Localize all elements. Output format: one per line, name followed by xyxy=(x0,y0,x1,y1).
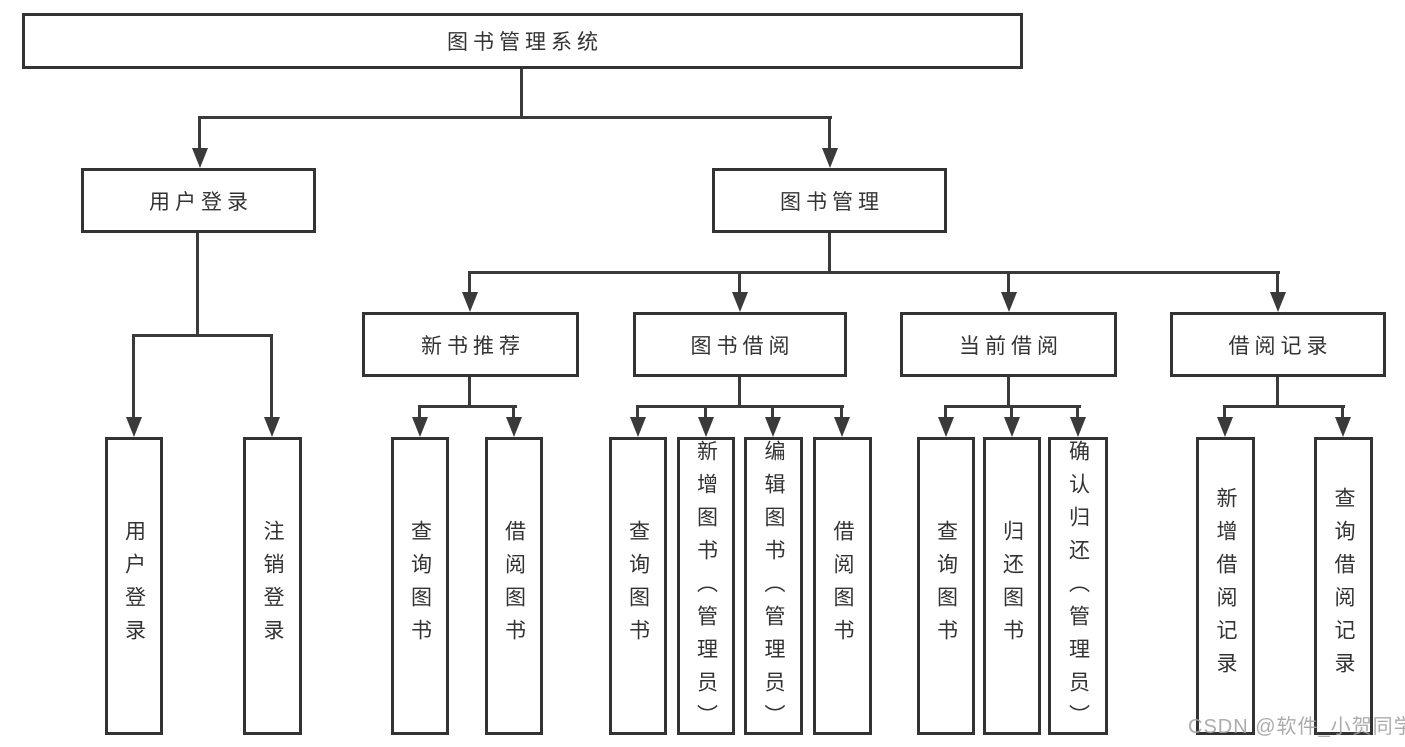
connector-leaf-drop xyxy=(704,407,707,420)
leaf-confirm-return-admin: 确认归还（管理员） xyxy=(1048,437,1108,737)
arrow-down-icon xyxy=(462,292,478,312)
connector-level3-drop xyxy=(1007,273,1010,295)
connector-recommend-stem xyxy=(468,377,471,408)
connector-level3-drop xyxy=(738,273,741,295)
connector-leaf-drop xyxy=(270,336,273,420)
arrow-down-icon xyxy=(822,148,838,168)
leaf-label: 借阅图书 xyxy=(831,520,854,652)
arrow-down-icon xyxy=(1004,417,1020,437)
leaf-logout: 注销登录 xyxy=(243,437,302,735)
arrow-down-icon xyxy=(834,417,850,437)
arrow-down-icon xyxy=(1217,417,1233,437)
arrow-down-icon xyxy=(698,417,714,437)
connector-leaf-drop xyxy=(132,336,135,420)
connector-records-stem xyxy=(1276,377,1279,408)
leaf-label: 查询图书 xyxy=(408,520,432,652)
connector-leaf-drop xyxy=(840,407,843,420)
connector-recommend-branch xyxy=(418,405,517,408)
arrow-down-icon xyxy=(1070,417,1086,437)
connector-level3-drop xyxy=(468,273,471,295)
leaf-query-books-current: 查询图书 xyxy=(917,437,975,735)
node-user-login: 用户登录 xyxy=(81,168,316,233)
connector-leaf-drop xyxy=(1223,407,1226,420)
leaf-label: 归还图书 xyxy=(1000,520,1024,652)
leaf-label: 查询图书 xyxy=(626,520,650,652)
connector-leaf-drop xyxy=(1010,407,1013,420)
leaf-label: 查询借阅记录 xyxy=(1332,487,1355,685)
leaf-user-login: 用户登录 xyxy=(105,437,163,735)
leaf-label: 查询图书 xyxy=(934,520,958,652)
connector-current-branch xyxy=(944,405,1081,408)
connector-leaf-drop xyxy=(418,407,421,420)
leaf-label: 用户登录 xyxy=(122,520,146,652)
connector-root-branch xyxy=(198,116,832,119)
arrow-down-icon xyxy=(938,417,954,437)
leaf-borrow-books: 借阅图书 xyxy=(813,437,872,735)
connector-level3-drop xyxy=(1276,273,1279,295)
arrow-down-icon xyxy=(412,417,428,437)
connector-root-stem xyxy=(520,69,523,118)
node-borrowing-records: 借阅记录 xyxy=(1170,312,1386,377)
leaf-add-borrow-record: 新增借阅记录 xyxy=(1196,437,1255,735)
connector-user-login-branch xyxy=(132,334,273,337)
leaf-query-books-recommend: 查询图书 xyxy=(391,437,449,735)
leaf-query-books-borrowing: 查询图书 xyxy=(609,437,667,735)
leaf-borrow-books-recommend: 借阅图书 xyxy=(485,437,543,735)
arrow-down-icon xyxy=(192,148,208,168)
connector-leaf-drop xyxy=(636,407,639,420)
leaf-label: 新增借阅记录 xyxy=(1214,487,1237,685)
arrow-down-icon xyxy=(264,417,280,437)
node-current-borrowing: 当前借阅 xyxy=(900,312,1117,377)
connector-user-login-stem xyxy=(196,233,199,337)
connector-leaf-drop xyxy=(771,407,774,420)
leaf-label: 确认归还（管理员） xyxy=(1066,440,1090,737)
arrow-down-icon xyxy=(630,417,646,437)
arrow-down-icon xyxy=(126,417,142,437)
leaf-add-books-admin: 新增图书（管理员） xyxy=(677,437,735,737)
arrow-down-icon xyxy=(765,417,781,437)
node-root-library-system: 图书管理系统 xyxy=(22,13,1023,69)
arrow-down-icon xyxy=(506,417,522,437)
leaf-label: 借阅图书 xyxy=(502,520,526,652)
connector-book-mgmt-stem xyxy=(828,233,831,274)
node-book-management: 图书管理 xyxy=(712,168,947,233)
connector-user-login-drop xyxy=(198,118,201,151)
connector-borrowing-branch xyxy=(636,405,844,408)
leaf-label: 注销登录 xyxy=(261,520,284,652)
node-new-book-recommend: 新书推荐 xyxy=(362,312,579,377)
leaf-return-books: 归还图书 xyxy=(983,437,1041,735)
leaf-label: 新增图书（管理员） xyxy=(694,440,718,737)
connector-leaf-drop xyxy=(1341,407,1344,420)
connector-borrowing-stem xyxy=(738,377,741,408)
connector-leaf-drop xyxy=(512,407,515,420)
leaf-query-borrow-record: 查询借阅记录 xyxy=(1314,437,1373,735)
leaf-label: 编辑图书（管理员） xyxy=(762,440,785,737)
arrow-down-icon xyxy=(1335,417,1351,437)
arrow-down-icon xyxy=(1001,292,1017,312)
connector-book-mgmt-branch xyxy=(468,271,1280,274)
connector-book-mgmt-drop xyxy=(828,118,831,151)
leaf-edit-books-admin: 编辑图书（管理员） xyxy=(744,437,803,737)
connector-leaf-drop xyxy=(944,407,947,420)
arrow-down-icon xyxy=(732,292,748,312)
connector-leaf-drop xyxy=(1076,407,1079,420)
csdn-watermark: CSDN @软件_小贺同学 xyxy=(1188,716,1405,738)
connector-current-stem xyxy=(1007,377,1010,408)
node-book-borrowing: 图书借阅 xyxy=(633,312,847,377)
connector-records-branch xyxy=(1223,405,1345,408)
arrow-down-icon xyxy=(1270,292,1286,312)
